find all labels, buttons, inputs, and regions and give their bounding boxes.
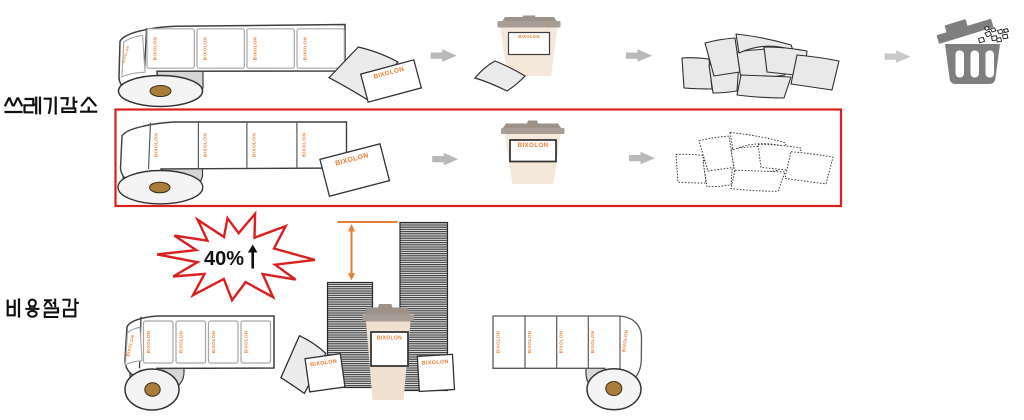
svg-text:BIXOLON: BIXOLON xyxy=(590,331,595,353)
svg-text:BIXOLON: BIXOLON xyxy=(252,133,258,157)
svg-text:BIXOLON: BIXOLON xyxy=(211,331,216,353)
svg-text:BIXOLON: BIXOLON xyxy=(518,34,540,39)
svg-text:BIXOLON: BIXOLON xyxy=(302,133,308,157)
svg-text:40%: 40% xyxy=(204,248,244,270)
svg-text:BIXOLON: BIXOLON xyxy=(527,331,532,353)
svg-text:BIXOLON: BIXOLON xyxy=(518,142,549,149)
svg-text:BIXOLON: BIXOLON xyxy=(122,45,131,63)
svg-text:BIXOLON: BIXOLON xyxy=(303,36,308,60)
svg-text:BIXOLON: BIXOLON xyxy=(125,334,135,357)
svg-text:BIXOLON: BIXOLON xyxy=(253,36,258,60)
svg-text:BIXOLON: BIXOLON xyxy=(146,331,151,353)
svg-text:BIXOLON: BIXOLON xyxy=(203,36,208,60)
svg-text:BIXOLON: BIXOLON xyxy=(310,359,338,369)
svg-text:BIXOLON: BIXOLON xyxy=(377,336,402,342)
svg-text:BIXOLON: BIXOLON xyxy=(203,133,209,157)
svg-text:BIXOLON: BIXOLON xyxy=(244,331,249,353)
svg-text:BIXOLON: BIXOLON xyxy=(179,331,184,353)
svg-text:BIXOLON: BIXOLON xyxy=(153,36,158,60)
svg-text:BIXOLON: BIXOLON xyxy=(154,133,160,157)
svg-text:BIXOLON: BIXOLON xyxy=(422,359,449,367)
svg-text:BIXOLON: BIXOLON xyxy=(496,331,501,353)
svg-text:BIXOLON: BIXOLON xyxy=(621,329,629,352)
svg-text:BIXOLON: BIXOLON xyxy=(559,331,564,353)
